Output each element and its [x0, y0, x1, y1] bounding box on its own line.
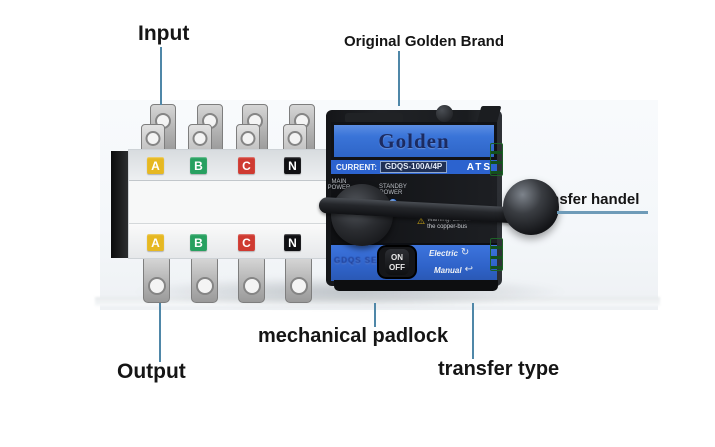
handle-callout-line [557, 211, 648, 214]
bolt-hole [192, 131, 208, 146]
current-label: CURRENT: [336, 162, 377, 172]
brand-annotation: Original Golden Brand [344, 33, 505, 50]
phase-label-bottom: N [284, 234, 301, 251]
table-edge-shadow [95, 297, 660, 306]
electric-mode-row: Electric ↻ [429, 248, 469, 258]
mechanical-padlock-annotation: mechanical padlock [258, 325, 449, 347]
type-callout-line [472, 303, 474, 359]
brand-panel: Golden [331, 122, 497, 160]
curved-arrow-icon: ↩ [464, 264, 473, 275]
phase-label-top: A [147, 157, 164, 174]
rotate-arrow-icon: ↻ [460, 247, 470, 258]
phase-label-top: B [190, 157, 207, 174]
switch-off-label: OFF [389, 262, 405, 272]
bolt-hole [145, 131, 161, 146]
bolt-hole [287, 131, 303, 146]
transfer-handle-ball [503, 179, 559, 235]
bolt-hole [240, 131, 256, 146]
manual-mode-row: Manual ↩ [434, 265, 473, 275]
housing-top-bar [345, 113, 403, 123]
output-terminal-lug [285, 257, 312, 303]
green-connector-bottom [490, 238, 503, 271]
output-terminal-lug [191, 257, 218, 303]
bolt-hole [147, 277, 166, 295]
output-callout-line [159, 303, 161, 362]
main-power-label: MAIN POWER [327, 179, 351, 191]
model-embossed-text: GDQS SERIES [334, 256, 401, 265]
ats-label: ATS [466, 161, 492, 173]
phase-label-top: C [238, 157, 255, 174]
output-annotation: Output [117, 360, 186, 383]
output-terminal-lug [143, 257, 170, 303]
switch-body-left-edge [111, 151, 128, 258]
warning-triangle-icon: ⚠ [417, 216, 426, 226]
standby-power-label: STANDBY POWER [379, 184, 407, 196]
phase-label-top: N [284, 157, 301, 174]
phase-label-bottom: A [147, 234, 164, 251]
manual-label: Manual [434, 265, 462, 275]
housing-bottom-edge [334, 280, 498, 291]
housing-top-knob [436, 105, 453, 122]
green-connector-top [490, 143, 503, 176]
electric-label: Electric [429, 248, 458, 258]
brand-callout-line [398, 51, 400, 106]
transfer-type-annotation: transfer type [438, 358, 560, 380]
phase-label-bottom: C [238, 234, 255, 251]
brand-logo-text: Golden [378, 128, 450, 153]
current-value: GDQS-100A/4P [379, 161, 448, 173]
phase-label-bottom: B [190, 234, 207, 251]
switch-on-label: ON [391, 252, 403, 262]
bolt-hole [289, 277, 308, 295]
current-rating-strip: CURRENT: GDQS-100A/4P ATS [331, 160, 497, 174]
output-terminal-lug [238, 257, 265, 303]
input-callout-line [160, 47, 162, 105]
rocker-button: ON OFF [385, 249, 409, 275]
padlock-callout-line [374, 303, 376, 327]
on-off-switch: ON OFF [377, 245, 417, 279]
input-annotation: Input [138, 22, 190, 45]
bolt-hole [242, 277, 261, 295]
bolt-hole [195, 277, 214, 295]
